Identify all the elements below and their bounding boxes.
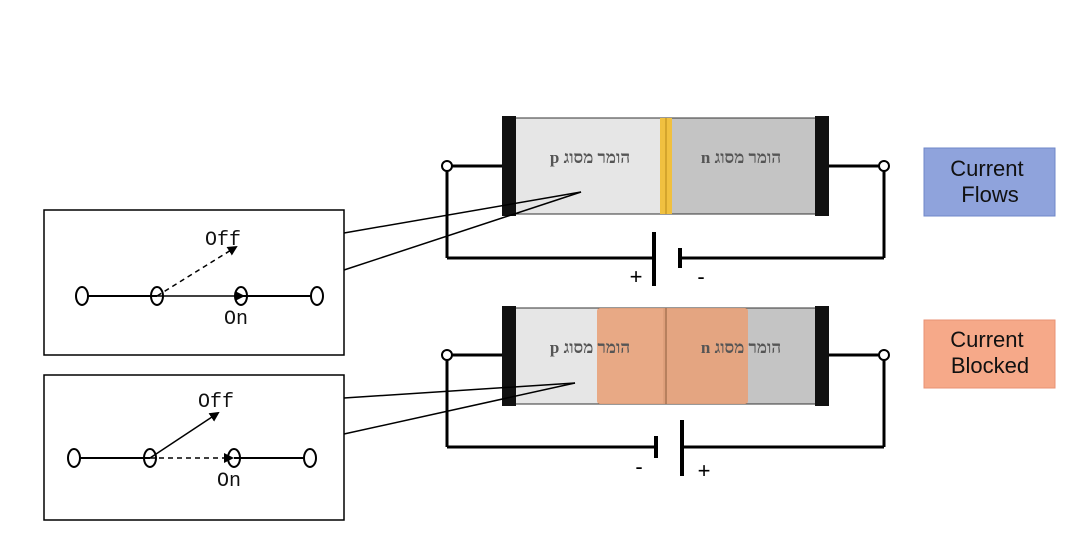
forward-bias-circuit (445, 164, 886, 260)
status-line-1: Current (950, 156, 1023, 181)
reverse-bias-diode: הומר מסוג p הומר מסוג n (502, 306, 829, 406)
battery-positive-sign: + (698, 458, 711, 483)
reverse-callout (343, 382, 576, 435)
switch-terminal (67, 448, 81, 468)
switch-contact (227, 448, 241, 468)
p-type-label: הומר מסוג p (550, 148, 630, 167)
left-wire-node (441, 160, 453, 172)
status-current-flows: Current Flows (923, 147, 1056, 217)
left-terminal (502, 306, 516, 406)
right-terminal (815, 306, 829, 406)
forward-callout (343, 191, 582, 271)
status-line-2: Flows (961, 182, 1018, 207)
p-region (513, 117, 665, 215)
battery-negative-sign: - (635, 454, 642, 479)
status-line-1: Current (950, 327, 1023, 352)
reverse-switch-box: Off On (43, 374, 345, 521)
forward-battery: + - (630, 232, 705, 289)
switch-pivot (150, 286, 164, 306)
switch-terminal (303, 448, 317, 468)
switch-terminal (310, 286, 324, 306)
right-wire-node (878, 349, 890, 361)
left-terminal (502, 116, 516, 216)
status-current-blocked: Current Blocked (923, 319, 1056, 389)
left-wire-node (441, 349, 453, 361)
battery-negative-sign: - (697, 264, 704, 289)
forward-switch-box: Off On (43, 209, 345, 356)
n-type-label: הומר מסוג n (701, 338, 781, 357)
switch-off-label: Off (205, 229, 241, 252)
depletion-region (597, 308, 748, 404)
switch-off-label: Off (198, 391, 234, 414)
right-terminal (815, 116, 829, 216)
switch-on-label: On (224, 308, 248, 331)
right-wire-node (878, 160, 890, 172)
svg-text:Current Blocked: Current Blocked (950, 327, 1029, 378)
switch-terminal (75, 286, 89, 306)
n-type-label: הומר מסוג n (701, 148, 781, 167)
reverse-battery: - + (635, 420, 710, 483)
switch-contact (234, 286, 248, 306)
battery-positive-sign: + (630, 264, 643, 289)
switch-pivot (143, 448, 157, 468)
reverse-bias-circuit (445, 353, 886, 449)
svg-text:Current Flows: Current Flows (950, 156, 1029, 207)
switch-on-label: On (217, 470, 241, 493)
status-line-2: Blocked (951, 353, 1029, 378)
forward-bias-diode: הומר מסוג p הומר מסוג n (502, 116, 829, 216)
p-type-label: הומר מסוג p (550, 338, 630, 357)
n-region (663, 117, 817, 215)
